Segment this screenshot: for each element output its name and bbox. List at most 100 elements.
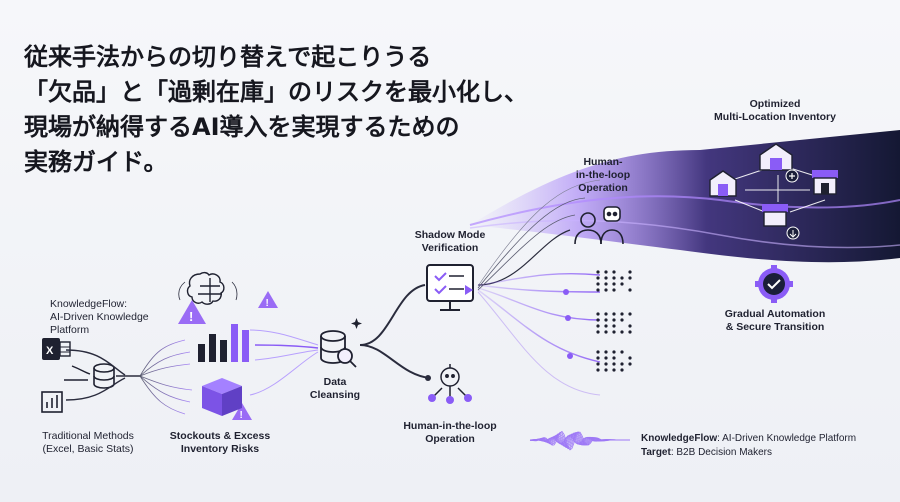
grid-dot [604,350,608,354]
grid-dot [596,330,600,334]
grid-dot [596,318,600,322]
monitor-check-icon [426,264,474,311]
grid-dot [620,330,624,334]
headline-line-2: 「欠品」と「過剰在庫」のリスクを最小化し、 [24,78,528,106]
grid-dot [612,312,616,316]
grid-dot [612,368,616,372]
grid-dot [596,362,600,366]
data-cleansing-icon [320,330,357,368]
grid-dot [604,330,608,334]
risk-fan [139,339,193,415]
footer-target-bold: Target [641,447,671,458]
grid-dot [628,356,632,360]
grid-dot [628,288,632,292]
hitl-bottom-line-2: Operation [425,433,475,445]
label-traditional: Traditional Methods (Excel, Basic Stats) [28,430,148,456]
cleansing-line-2: Cleansing [309,389,361,401]
bar-chart-icon [41,391,63,413]
grid-dot [612,270,616,274]
bar-chart-icon [198,324,249,362]
grid-dot [628,270,632,274]
grid-dot [596,312,600,316]
grid-dot [604,324,608,328]
optimized-line-1: Optimized [749,98,801,110]
footer-brand: KnowledgeFlow: AI-Driven Knowledge Platf… [641,432,891,446]
cleansing-line-1: Data [323,376,347,388]
headline-line-3: 現場が納得するAI導入を実現するための [24,113,460,141]
grid-dot [604,276,608,280]
store-icon [762,204,788,227]
label-gradual: Gradual Automation & Secure Transition [705,308,845,334]
warning-icon: ! [178,300,206,324]
grid-dot [620,276,624,280]
warning-icon: ! [258,291,278,309]
grid-dot [612,362,616,366]
footer-info: KnowledgeFlow: AI-Driven Knowledge Platf… [641,432,891,460]
grid-dot [620,312,624,316]
brand-label: KnowledgeFlow: AI-Driven Knowledge Platf… [50,298,149,337]
warehouse-icon [709,170,737,197]
robot-network-icon [433,364,467,398]
footer-target-rest: : B2B Decision Makers [670,447,772,458]
svg-text:!: ! [240,410,243,421]
grid-dot [596,356,600,360]
grid-dot [620,362,624,366]
box-icon [202,378,242,416]
grid-dot [612,276,616,280]
label-hitl-bottom: Human-in-the-loop Operation [390,420,510,446]
grid-dot [612,282,616,286]
footer-brand-bold: KnowledgeFlow [641,433,718,444]
label-risks: Stockouts & Excess Inventory Risks [160,430,280,456]
grid-dot [612,330,616,334]
grid-dot [612,350,616,354]
brain-icon [186,271,225,305]
hitl-top-line-2: in-the-loop [575,169,631,181]
label-optimized: Optimized Multi-Location Inventory [700,98,850,124]
grid-dot [596,324,600,328]
grid-dot [620,318,624,322]
grid-dot [604,270,608,274]
grid-dot [628,362,632,366]
shadow-line-2: Verification [421,242,479,254]
gear-check-icon [758,268,790,300]
grid-dot [628,312,632,316]
gradual-line-2: & Secure Transition [725,321,825,333]
hitl-top-line-3: Operation [578,182,628,194]
warehouse-icon [759,143,793,171]
headline-line-4: 実務ガイド。 [24,148,168,176]
hitl-bottom-line-1: Human-in-the-loop [403,420,497,432]
label-cleansing: Data Cleansing [300,376,370,402]
grid-dot [620,350,624,354]
grid-dot [604,356,608,360]
svg-text:X: X [46,345,54,357]
dot-grid-1 [596,270,632,372]
database-icon [93,363,115,389]
grid-dot [604,318,608,322]
grid-dot [596,350,600,354]
grid-dot [604,312,608,316]
headline-line-1: 従来手法からの切り替えで起こりうる [24,43,432,71]
label-hitl-top: Human- in-the-loop Operation [563,156,643,195]
warning-icon: ! [232,403,252,421]
footer-brand-rest: : AI-Driven Knowledge Platform [717,433,857,444]
traditional-line-1: Traditional Methods [42,430,134,442]
excel-icon: X [42,338,71,360]
headline: 従来手法からの切り替えで起こりうる 「欠品」と「過剰在庫」のリスクを最小化し、 … [24,40,544,180]
grid-dot [596,276,600,280]
people-robot-icon [574,206,624,245]
brand-line-2: AI-Driven Knowledge [50,311,149,323]
footer-target: Target: B2B Decision Makers [641,446,891,460]
svg-text:!: ! [266,298,269,309]
grid-dot [604,288,608,292]
footer-wave [529,430,630,451]
grid-dot [596,288,600,292]
grid-dot [620,368,624,372]
brand-line-3: Platform [50,324,90,336]
hitl-top-line-1: Human- [583,156,623,168]
verification-streams [477,179,601,396]
grid-dot [612,356,616,360]
wave-line [529,435,630,445]
traditional-line-2: (Excel, Basic Stats) [42,443,134,455]
grid-dot [596,270,600,274]
